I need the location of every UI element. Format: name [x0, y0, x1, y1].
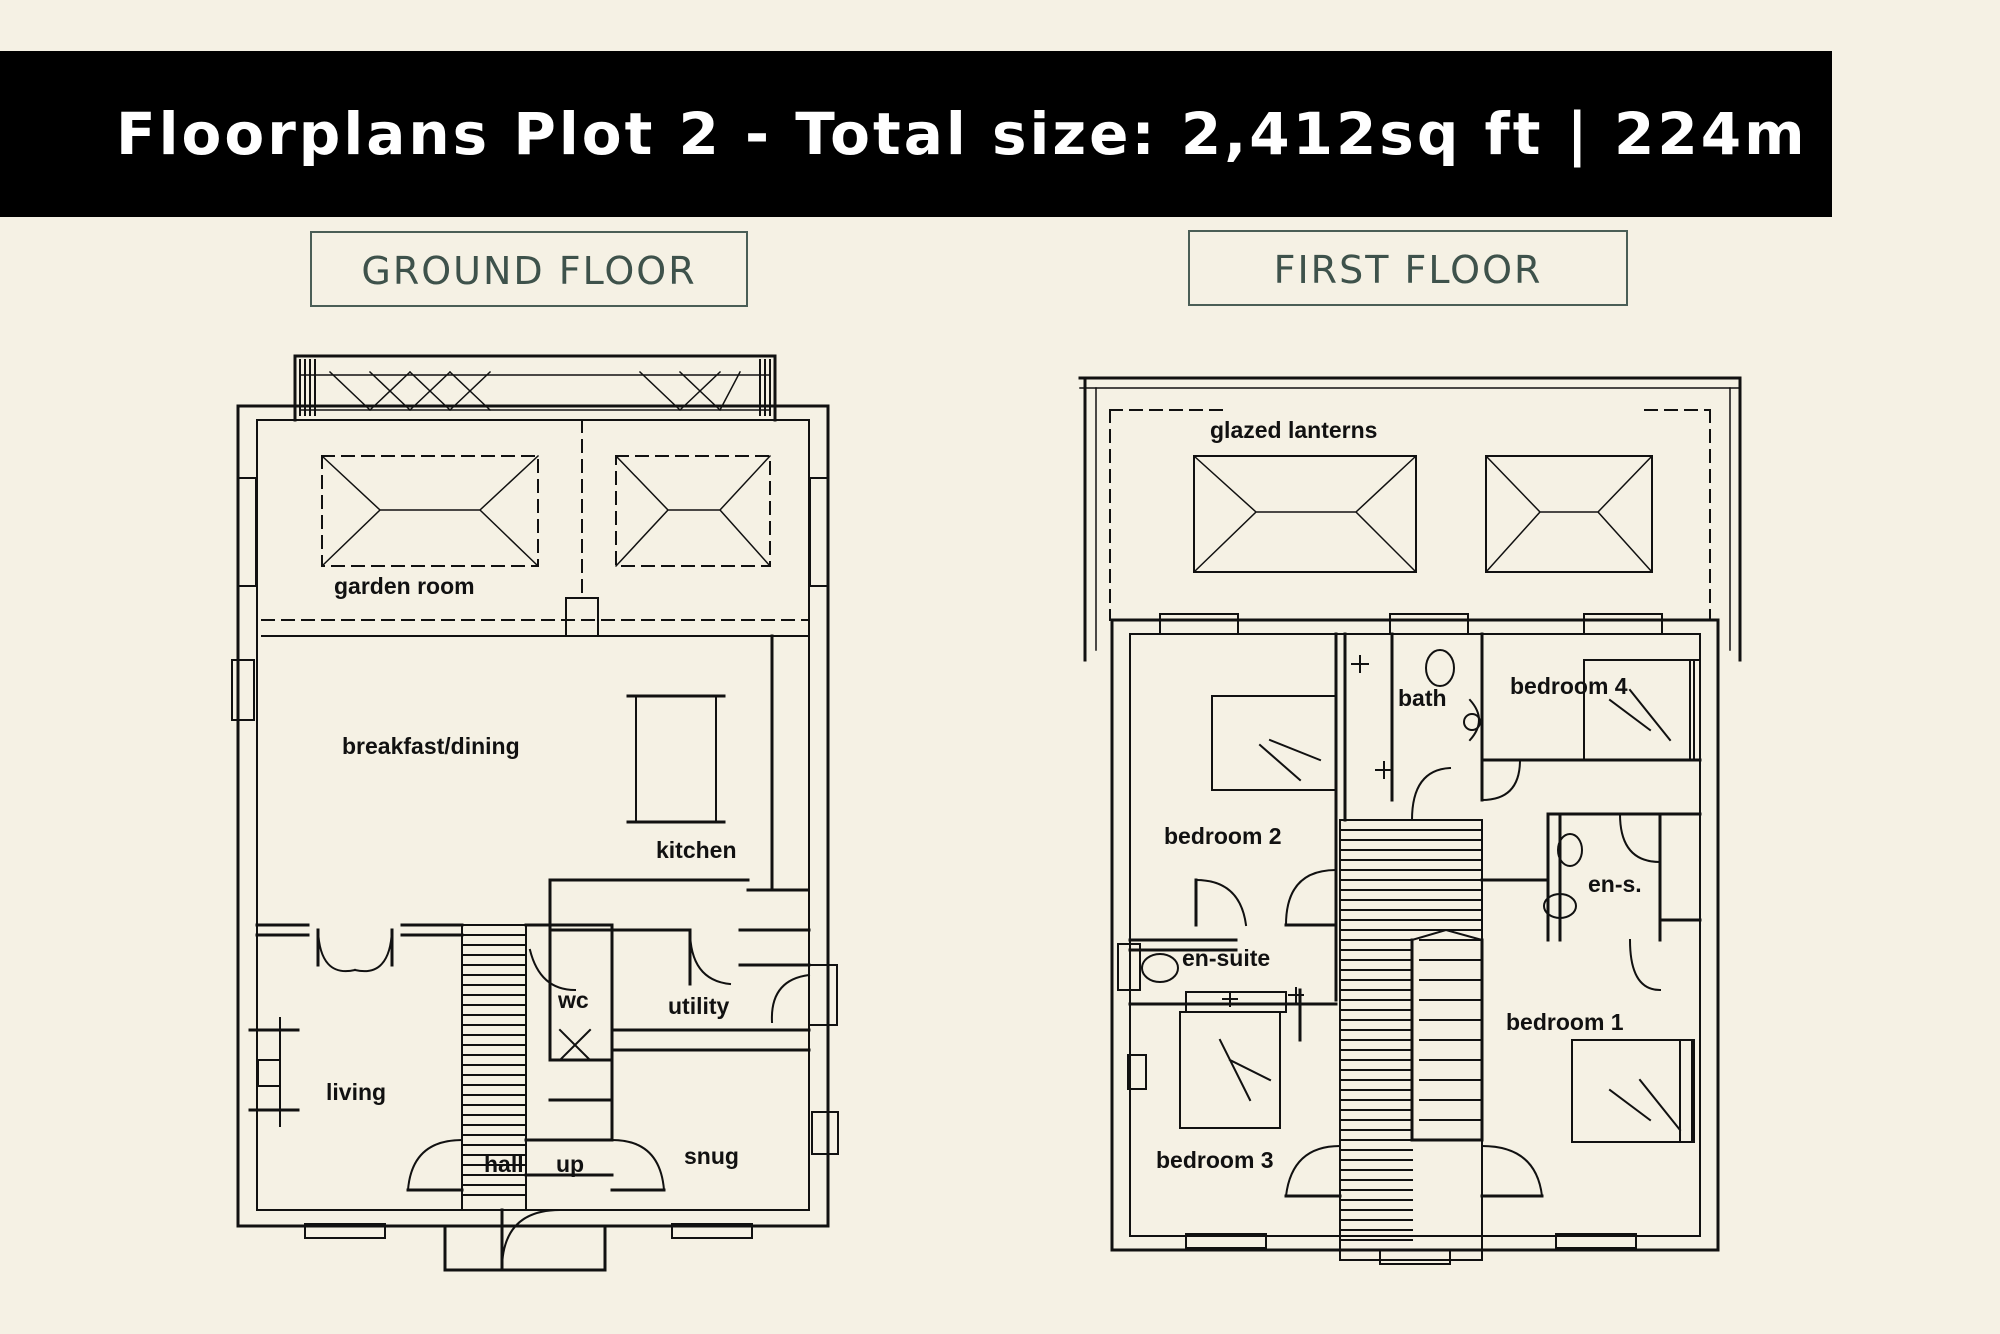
room-label-bedroom-1: bedroom 1 — [1506, 1009, 1624, 1035]
room-label-garden-room: garden room — [334, 573, 475, 599]
room-label-bath: bath — [1398, 685, 1447, 711]
title-bar: Floorplans Plot 2 - Total size: 2,412sq … — [0, 51, 1832, 217]
room-label-living: living — [326, 1079, 386, 1105]
room-label-glazed-lanterns: glazed lanterns — [1210, 417, 1377, 443]
room-label-bedroom-2: bedroom 2 — [1164, 823, 1282, 849]
room-label-bedroom-3: bedroom 3 — [1156, 1147, 1274, 1173]
first-floor-label: FIRST FLOOR — [1188, 230, 1628, 306]
room-label-en-s: en-s. — [1588, 871, 1642, 897]
room-label-utility: utility — [668, 993, 730, 1019]
room-label-bedroom-4: bedroom 4 — [1510, 673, 1628, 699]
room-label-en-suite: en-suite — [1182, 945, 1270, 971]
room-label-wc: wc — [557, 987, 589, 1013]
page-title: Floorplans Plot 2 - Total size: 2,412sq … — [116, 100, 1808, 168]
room-label-hall: hall — [484, 1151, 524, 1177]
ground-floor-label: GROUND FLOOR — [310, 231, 748, 307]
first-floor-plan — [1078, 376, 1742, 1265]
room-label-breakfast-dining: breakfast/dining — [342, 733, 520, 759]
ground-floor-plan — [231, 354, 839, 1272]
room-label-snug: snug — [684, 1143, 739, 1169]
room-label-up: up — [556, 1151, 584, 1177]
room-label-kitchen: kitchen — [656, 837, 737, 863]
